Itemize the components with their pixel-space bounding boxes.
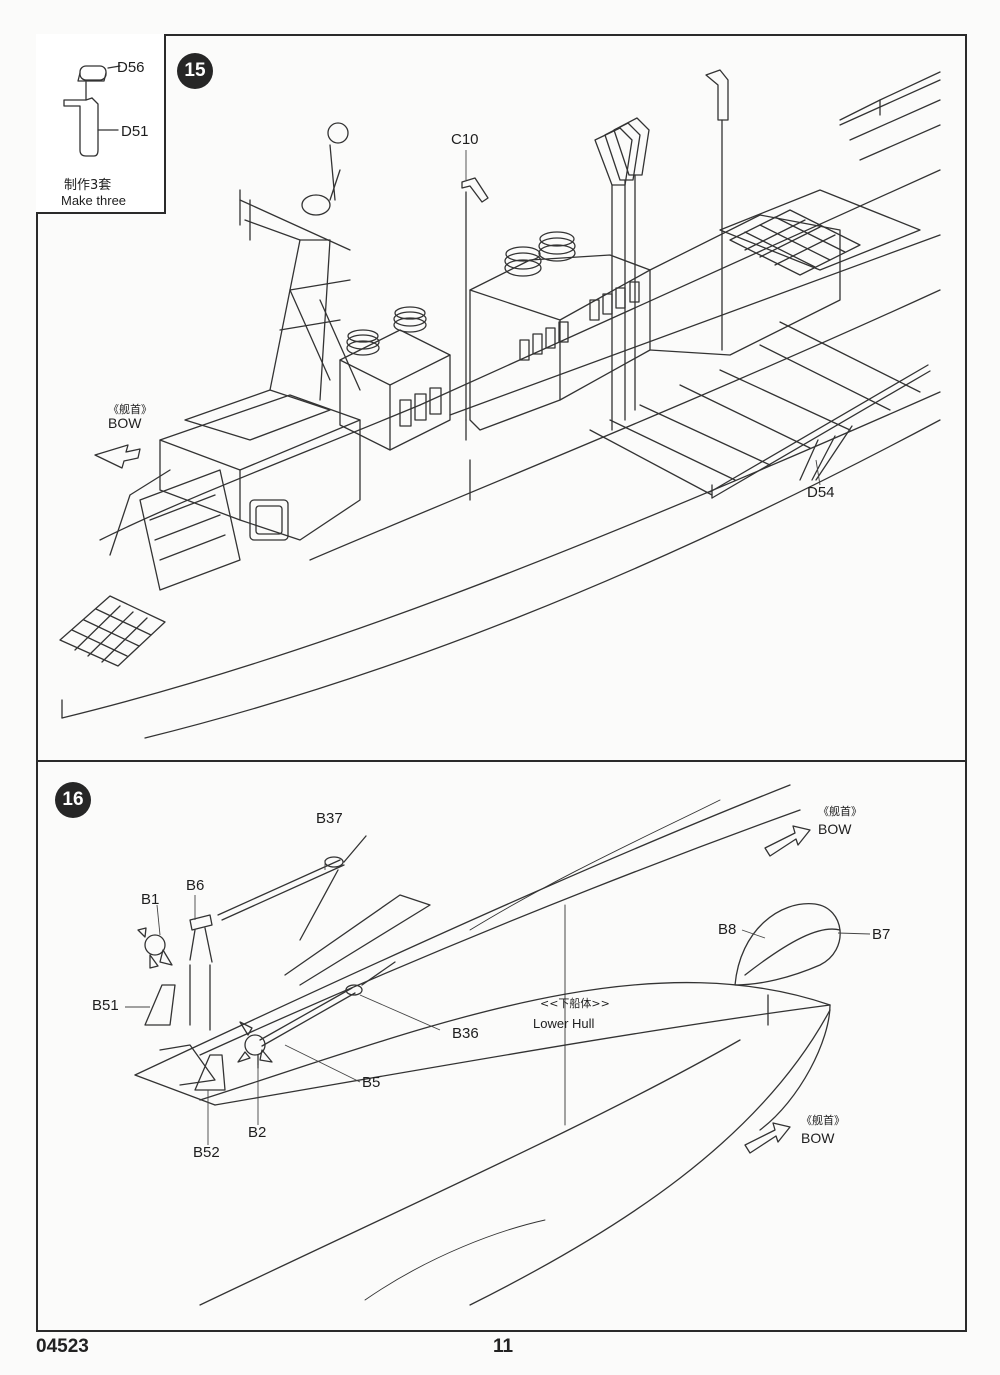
make-three-en: Make three <box>61 193 127 208</box>
part-label-c10: C10 <box>451 131 479 148</box>
step-15-number: 15 <box>177 53 213 89</box>
part-label-b37: B37 <box>316 810 343 827</box>
make-three-cn: 制作3套 <box>64 178 112 193</box>
bow-label-en-step16-bottom: BOW <box>801 1130 835 1146</box>
ship-superstructure-drawing <box>59 71 941 739</box>
step-16-number: 16 <box>55 782 91 818</box>
step-16-panel <box>36 762 967 1332</box>
b1-propeller-part <box>137 927 173 969</box>
part-label-b2: B2 <box>248 1124 267 1141</box>
part-label-b7: B7 <box>872 926 891 943</box>
bow-label-cn-step16-top: 《舰首》 <box>818 805 862 818</box>
part-label-d56: D56 <box>117 59 145 76</box>
part-label-d51: D51 <box>121 123 149 140</box>
part-label-b52: B52 <box>193 1144 220 1161</box>
b37-shaft-part <box>217 835 367 941</box>
kit-number: 04523 <box>36 1336 89 1357</box>
part-label-b36: B36 <box>452 1025 479 1042</box>
bow-arrow-step15 <box>94 444 141 469</box>
bow-label-en-step15: BOW <box>108 415 142 431</box>
c10-ladder-part <box>461 177 489 501</box>
bow-label-cn-step16-bottom: 《舰首》 <box>801 1114 845 1127</box>
part-label-b6: B6 <box>186 877 205 894</box>
bow-label-en-step16-top: BOW <box>818 821 852 837</box>
b6-strut-part <box>189 914 213 1031</box>
b7-sonar-dome-part <box>734 903 841 1026</box>
b2-propeller-part <box>237 1021 273 1069</box>
lower-hull-label-cn: <<下船体>> <box>540 997 610 1010</box>
page-number: 11 <box>493 1336 514 1357</box>
step-15-panel <box>36 34 967 762</box>
bow-label-cn-step15: 《舰首》 <box>108 403 152 416</box>
part-label-b51: B51 <box>92 997 119 1014</box>
bow-arrow-step16-bottom <box>744 1122 791 1154</box>
part-label-b5: B5 <box>362 1074 381 1091</box>
lower-hull-drawing <box>134 784 831 1306</box>
part-label-b1: B1 <box>141 891 160 908</box>
b36-shaft-part <box>259 961 396 1047</box>
inset-part-d51-d56 <box>63 65 121 157</box>
part-label-b8: B8 <box>718 921 737 938</box>
make-three-inset <box>36 34 166 214</box>
d51-ladder-parts <box>594 69 729 431</box>
part-label-d54: D54 <box>807 484 835 501</box>
bow-arrow-step16-top <box>764 825 811 857</box>
d54-railing-part <box>589 321 931 499</box>
lower-hull-label-en: Lower Hull <box>533 1016 595 1031</box>
